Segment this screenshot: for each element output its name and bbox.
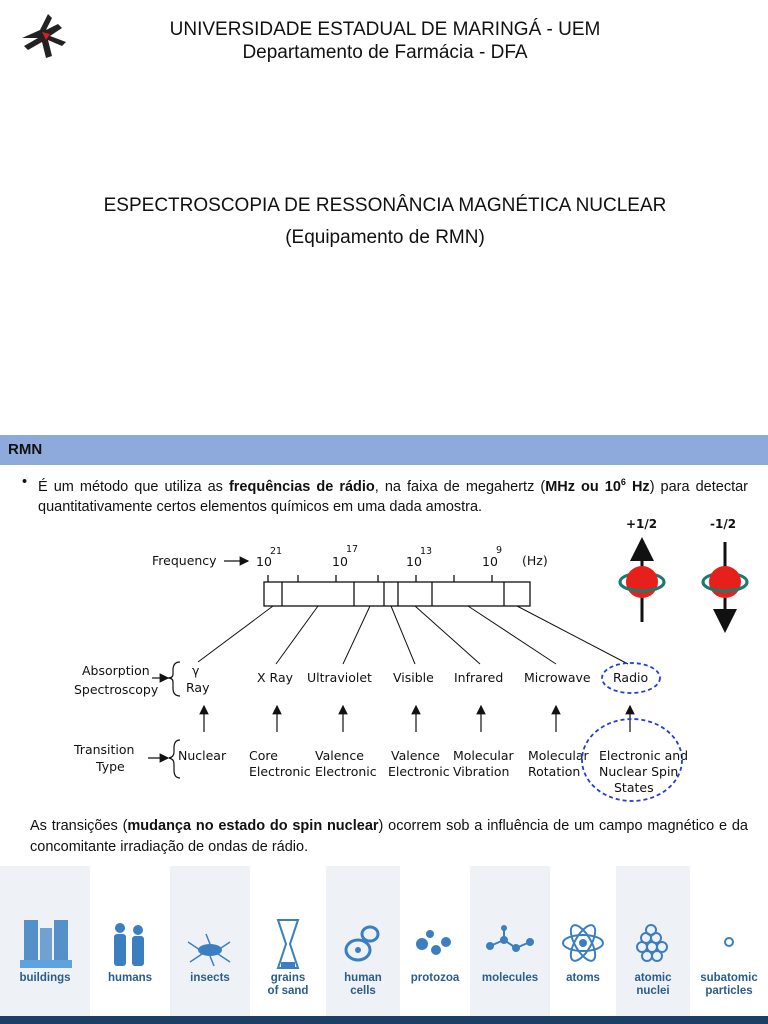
spin-down-label: -1/2: [710, 517, 736, 531]
spin-down-icon: [701, 542, 749, 633]
scale-item-atoms: atoms: [550, 866, 616, 1016]
spectrum-ultraviolet: Ultraviolet: [307, 670, 372, 685]
scale-label: subatomic particles: [700, 972, 758, 997]
scale-label: protozoa: [410, 972, 460, 984]
spectrum-visible: Visible: [393, 670, 434, 685]
svg-text:10: 10: [332, 554, 348, 569]
scale-label: buildings: [19, 972, 71, 984]
spin-up-icon: [618, 537, 666, 622]
scale-item-insects: insects: [170, 866, 250, 1016]
insects-icon: [187, 933, 231, 967]
svg-text:9: 9: [496, 545, 502, 556]
spectrum-infrared: Infrared: [454, 670, 503, 685]
section-header-bar: RMN: [0, 435, 768, 465]
gamma-symbol: γ: [192, 663, 200, 678]
transition-nuclear: Nuclear: [178, 748, 227, 763]
scale-item-humans: humans: [90, 866, 170, 1016]
slide-title-line2: (Equipamento de RMN): [285, 227, 485, 248]
spectrum-fan-lines: [197, 605, 629, 665]
scale-item-protozoa: protozoa: [400, 866, 470, 1016]
absorption-label-1: Absorption: [82, 663, 150, 678]
spectrum-ray: Ray: [186, 680, 210, 695]
transition-spin-3: States: [614, 780, 654, 795]
radio-highlight: [601, 662, 661, 694]
cells-icon: [344, 925, 380, 962]
transition-label-2: Type: [95, 759, 125, 774]
transition-molecular-vib-1: Molecular: [453, 748, 515, 763]
transition-molecular-rot-1: Molecular: [528, 748, 590, 763]
svg-text:10: 10: [406, 554, 422, 569]
scale-item-subatomic: subatomic particles: [690, 866, 768, 1016]
scale-label: grains of sand: [267, 972, 309, 997]
humans-icon: [114, 923, 144, 966]
transition-core-1: Core: [249, 748, 278, 763]
scale-label: molecules: [481, 972, 539, 984]
atom-icon: [562, 924, 604, 962]
particle-icon: [724, 937, 734, 947]
transition-molecular-vib-2: Vibration: [453, 764, 509, 779]
spectrum-bar: [263, 575, 531, 607]
unit-label: (Hz): [522, 553, 548, 568]
spectrum-radio: Radio: [613, 670, 648, 685]
freq-tick-4: 109: [482, 545, 502, 569]
bullet-dot-icon: •: [22, 474, 28, 490]
uem-logo: [22, 14, 66, 58]
svg-text:21: 21: [270, 546, 282, 557]
svg-text:10: 10: [482, 554, 498, 569]
section-heading: RMN: [8, 441, 43, 458]
molecule-icon: [486, 925, 534, 952]
scale-item-nuclei: atomic nuclei: [616, 866, 690, 1016]
spectrum-microwave: Microwave: [524, 670, 591, 685]
transitions-paragraph: As transições (mudança no estado do spin…: [30, 818, 748, 855]
transition-valence-2a: Valence: [391, 748, 440, 763]
svg-text:13: 13: [420, 546, 432, 557]
spectrum-xray: X Ray: [257, 670, 294, 685]
slide-title: ESPECTROSCOPIA DE RESSONÂNCIA MAGNÉTICA …: [60, 190, 710, 254]
scale-item-molecules: molecules: [470, 866, 550, 1016]
transition-valence-1a: Valence: [315, 748, 364, 763]
institution-header: UNIVERSIDADE ESTADUAL DE MARINGÁ - UEM D…: [100, 18, 670, 64]
transition-molecular-rot-2: Rotation: [528, 764, 580, 779]
scale-label: atoms: [566, 972, 600, 984]
transition-spin-1: Electronic and: [599, 748, 688, 763]
hourglass-icon: [276, 919, 300, 969]
transition-core-2: Electronic: [249, 764, 311, 779]
transition-label-1: Transition: [73, 742, 134, 757]
slide-title-line1: ESPECTROSCOPIA DE RESSONÂNCIA MAGNÉTICA …: [103, 195, 667, 216]
scale-item-buildings: buildings: [0, 866, 90, 1016]
university-name: UNIVERSIDADE ESTADUAL DE MARINGÁ - UEM: [169, 19, 601, 40]
svg-text:10: 10: [256, 554, 272, 569]
department-name: Departamento de Farmácia - DFA: [242, 42, 528, 63]
scale-item-cells: human cells: [326, 866, 400, 1016]
scale-of-things-strip: buildings humans insects grains of sand …: [0, 866, 768, 1024]
transition-valence-1b: Electronic: [315, 764, 377, 779]
transition-valence-2b: Electronic: [388, 764, 450, 779]
frequency-label: Frequency: [152, 553, 217, 568]
protozoa-icon: [416, 930, 451, 955]
scale-label: insects: [190, 972, 230, 984]
transition-spin-2: Nuclear Spin: [599, 764, 678, 779]
spin-states-highlight: [581, 718, 683, 802]
up-arrows: [199, 704, 635, 732]
scale-item-sand: grains of sand: [250, 866, 326, 1016]
scale-label: atomic nuclei: [634, 972, 672, 997]
bullet-paragraph: • É um método que utiliza as frequências…: [22, 472, 748, 517]
bullet-text: É um método que utiliza as frequências d…: [38, 477, 748, 515]
nucleus-icon: [636, 924, 668, 962]
buildings-icon: [20, 920, 72, 968]
spin-up-label: +1/2: [626, 517, 657, 531]
svg-text:17: 17: [346, 544, 358, 555]
scale-label: human cells: [344, 972, 382, 997]
scale-footer-bar: [0, 1016, 768, 1024]
scale-label: humans: [107, 972, 153, 984]
absorption-label-2: Spectroscopy: [74, 682, 159, 697]
